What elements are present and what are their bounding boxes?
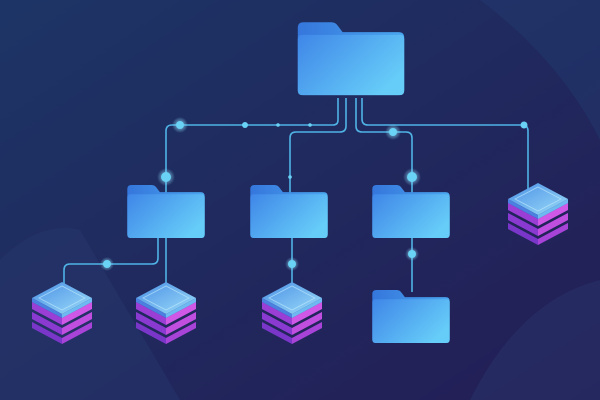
folder-left-icon — [127, 185, 205, 238]
connector-node-icon — [276, 123, 280, 127]
line-root-to-server-right — [361, 98, 529, 190]
connector-node-icon — [288, 175, 292, 179]
connector-node-icon — [408, 250, 416, 258]
connector-node-icon — [407, 172, 417, 182]
connector-nodes — [100, 117, 528, 271]
connector-node-icon — [103, 260, 111, 268]
folder-bottom-icon — [372, 290, 450, 343]
line-root-to-folder-middle — [289, 98, 347, 195]
folder-right-icon — [372, 185, 450, 238]
connector-node-icon — [176, 121, 184, 129]
connector-node-icon — [520, 121, 528, 129]
connector-node-icon — [288, 260, 296, 268]
background-shape-top-right — [480, 0, 600, 140]
connector-node-icon — [242, 122, 248, 128]
connector-node-icon — [308, 123, 312, 127]
background-shape-bottom-right — [470, 280, 600, 400]
connector-node-icon — [389, 128, 397, 136]
root-folder-icon — [297, 22, 405, 96]
line-root-to-folder-right — [355, 98, 413, 195]
folder-middle-icon — [250, 185, 328, 238]
line-root-to-folder-left — [165, 98, 339, 195]
connector-node-icon — [161, 172, 171, 182]
